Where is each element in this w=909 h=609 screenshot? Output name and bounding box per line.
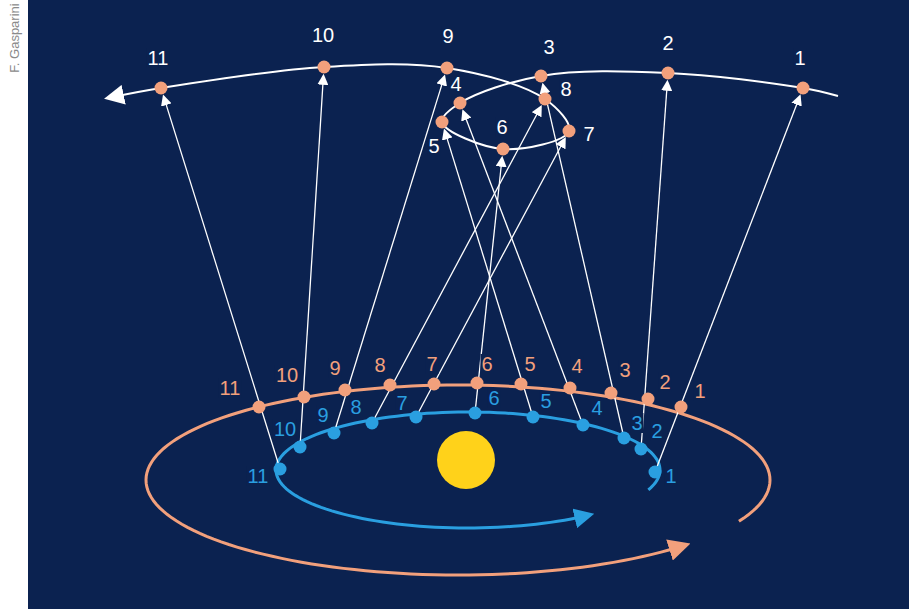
image-credit: F. Gasparini [8, 3, 21, 72]
outer-planet-orbit [146, 385, 770, 575]
line-of-sight [641, 82, 667, 449]
outer-planet-position [605, 387, 618, 400]
sky-position-number: 4 [449, 74, 462, 94]
earth-position-number: 2 [650, 421, 663, 441]
earth-position [577, 419, 590, 432]
sky-position-number: 6 [495, 117, 508, 137]
line-of-sight [445, 131, 533, 417]
outer-position-number: 10 [275, 365, 299, 385]
earth-position-number: 4 [590, 398, 603, 418]
outer-planet-position [564, 382, 577, 395]
earth-position-number: 7 [395, 393, 408, 413]
outer-planet-position [428, 378, 441, 391]
sky-position-number: 9 [441, 26, 454, 46]
line-of-sight [416, 139, 565, 417]
earth-position [366, 417, 379, 430]
apparent-position [535, 70, 548, 83]
sky-position-number: 2 [661, 33, 674, 53]
line-of-sight [372, 107, 541, 423]
earth-position [469, 407, 482, 420]
apparent-position [441, 62, 454, 75]
outer-planet-position [384, 379, 397, 392]
earth-position-number: 5 [539, 391, 552, 411]
apparent-position [497, 143, 510, 156]
sky-position-number: 3 [542, 37, 555, 57]
outer-planet-position [298, 391, 311, 404]
earth-orbit [276, 412, 660, 528]
earth-position-number: 3 [630, 413, 643, 433]
earth-position [294, 441, 307, 454]
line-of-sight [463, 111, 583, 425]
apparent-position [563, 125, 576, 138]
line-of-sight [543, 85, 624, 438]
outer-position-number: 7 [425, 354, 438, 374]
earth-position [410, 411, 423, 424]
earth-position [274, 463, 287, 476]
outer-position-number: 2 [658, 372, 671, 392]
night-sky-ground [28, 0, 909, 609]
outer-planet-position [253, 401, 266, 414]
outer-position-number: 8 [373, 355, 386, 375]
apparent-position [436, 116, 449, 129]
apparent-position [155, 82, 168, 95]
outer-planet-position [339, 384, 352, 397]
sun [437, 431, 495, 489]
apparent-position [662, 67, 675, 80]
apparent-position [454, 97, 467, 110]
earth-position [649, 466, 662, 479]
earth-position [618, 432, 631, 445]
earth-position [527, 411, 540, 424]
apparent-position [539, 93, 552, 106]
outer-planet-position [471, 377, 484, 390]
earth-position-number: 6 [487, 388, 500, 408]
earth-position [328, 427, 341, 440]
line-of-sight [475, 158, 502, 413]
line-of-sight [334, 77, 444, 433]
outer-position-number: 11 [219, 378, 242, 398]
apparent-position [797, 82, 810, 95]
sky-position-number: 5 [427, 136, 440, 156]
outer-position-number: 3 [618, 360, 631, 380]
outer-position-number: 1 [693, 381, 706, 401]
line-of-sight [164, 97, 280, 469]
outer-planet-position [515, 378, 528, 391]
sky-position-number: 10 [311, 25, 335, 45]
sky-position-number: 11 [147, 48, 170, 68]
earth-position-number: 1 [664, 466, 677, 486]
earth-position-number: 11 [247, 466, 270, 486]
outer-position-number: 9 [328, 358, 341, 378]
line-of-sight [655, 96, 800, 472]
apparent-position [318, 61, 331, 74]
sky-position-number: 7 [582, 124, 595, 144]
sky-position-number: 8 [559, 79, 572, 99]
outer-planet-position [642, 393, 655, 406]
outer-position-number: 5 [523, 354, 536, 374]
outer-position-number: 4 [570, 356, 583, 376]
outer-position-number: 6 [480, 354, 493, 374]
earth-position-number: 8 [349, 397, 362, 417]
sky-position-number: 1 [793, 48, 806, 68]
earth-position [635, 443, 648, 456]
earth-position-number: 10 [273, 419, 297, 439]
outer-planet-position [675, 401, 688, 414]
earth-position-number: 9 [316, 405, 329, 425]
